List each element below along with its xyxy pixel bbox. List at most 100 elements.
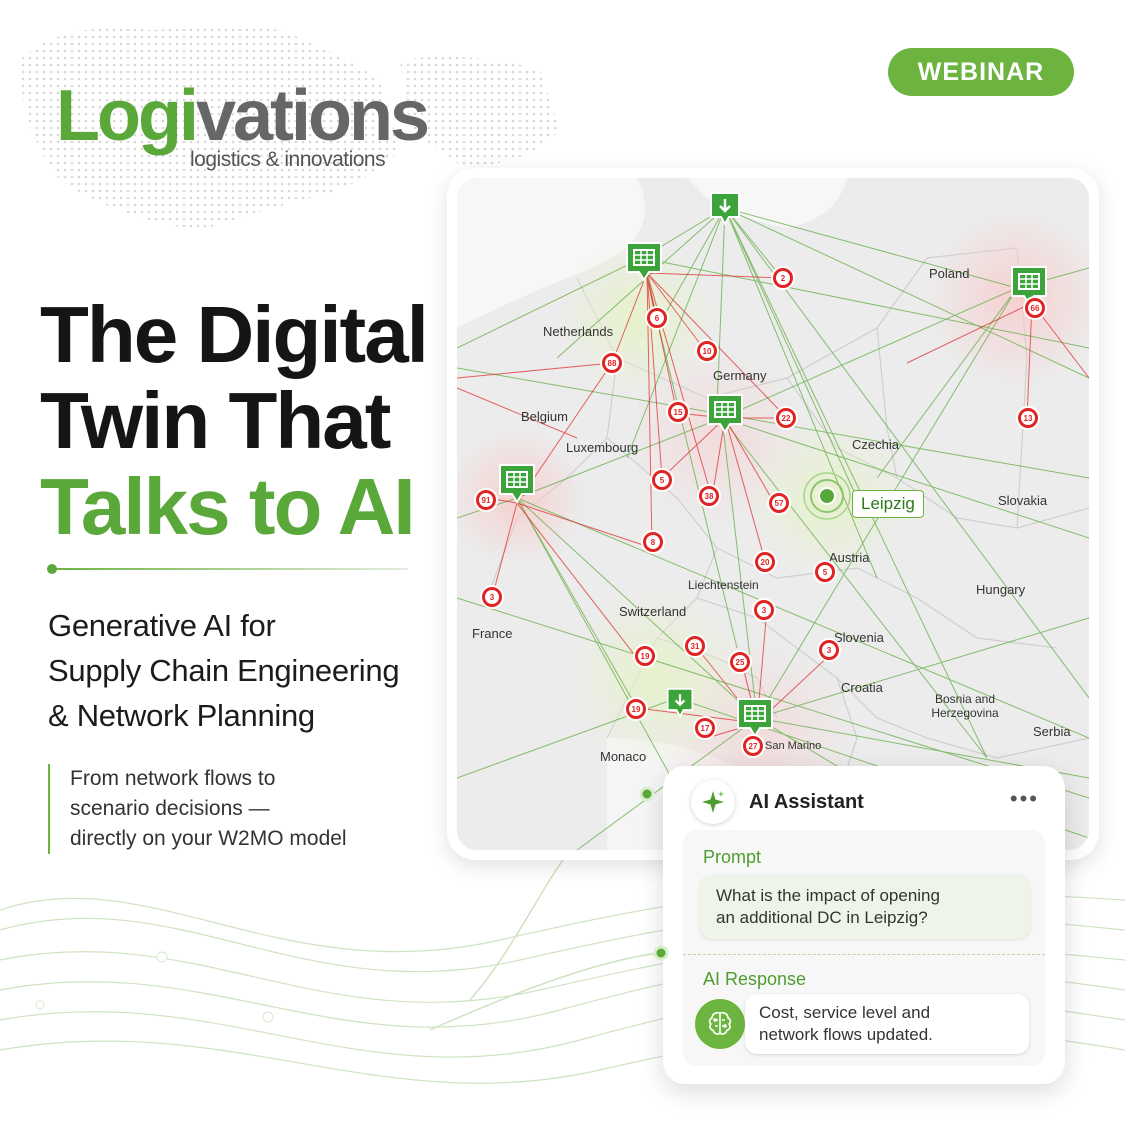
- headline: The Digital Twin That Talks to AI: [40, 290, 429, 551]
- warehouse-pin[interactable]: [1009, 264, 1049, 308]
- headline-line-2: Twin That: [40, 376, 391, 465]
- demand-marker[interactable]: 5: [813, 560, 837, 584]
- demand-marker-label: 15: [674, 408, 683, 417]
- prompt-line-2: an additional DC in Leipzig?: [716, 908, 928, 927]
- warehouse-pin[interactable]: [705, 392, 745, 436]
- prompt-line-1: What is the impact of opening: [716, 886, 940, 905]
- demand-marker[interactable]: 13: [1016, 406, 1040, 430]
- ai-assistant-title: AI Assistant: [749, 790, 864, 813]
- demand-marker-label: 3: [827, 646, 832, 655]
- leipzig-location-icon[interactable]: [802, 471, 852, 521]
- map-card: Leipzig Poland Netherlands Germany Belgi…: [447, 168, 1099, 860]
- demand-marker-label: 88: [608, 359, 617, 368]
- response-line-1: Cost, service level and: [759, 1003, 931, 1022]
- logo-text-green: Logi: [56, 76, 199, 156]
- label-netherlands: Netherlands: [543, 324, 614, 339]
- subheadline-line-3: & Network Planning: [48, 698, 315, 733]
- quote-line-2: scenario decisions —: [70, 797, 270, 820]
- demand-marker[interactable]: 3: [752, 598, 776, 622]
- demand-marker[interactable]: 10: [695, 339, 719, 363]
- separator-dot: [47, 564, 57, 574]
- connector-dot: [653, 945, 669, 961]
- ai-response-label: AI Response: [703, 969, 807, 989]
- demand-marker-label: 2: [781, 274, 786, 283]
- sparkle-icon: [691, 780, 735, 824]
- demand-marker[interactable]: 5: [650, 468, 674, 492]
- warehouse-pin[interactable]: [497, 462, 537, 506]
- demand-marker[interactable]: 20: [753, 550, 777, 574]
- logo-tagline: logistics & innovations: [190, 148, 386, 171]
- label-liechtenstein: Liechtenstein: [688, 578, 759, 592]
- demand-marker[interactable]: 8: [641, 530, 665, 554]
- label-austria: Austria: [829, 550, 870, 565]
- quote-line-1: From network flows to: [70, 767, 276, 790]
- ai-assistant-header: AI Assistant: [691, 780, 864, 824]
- headline-line-1: The Digital: [40, 290, 429, 379]
- demand-marker-label: 20: [761, 558, 770, 567]
- subheadline: Generative AI for Supply Chain Engineeri…: [48, 603, 400, 738]
- demand-marker[interactable]: 15: [666, 400, 690, 424]
- label-monaco: Monaco: [600, 749, 647, 764]
- dashed-divider: [683, 954, 1045, 955]
- label-croatia: Croatia: [841, 680, 883, 695]
- quote-line-3: directly on your W2MO model: [70, 827, 347, 850]
- demand-marker[interactable]: 19: [624, 697, 648, 721]
- webinar-badge: WEBINAR: [888, 48, 1074, 96]
- label-poland: Poland: [929, 266, 970, 281]
- demand-marker[interactable]: 22: [774, 406, 798, 430]
- demand-marker-label: 38: [705, 492, 714, 501]
- warehouse-pin[interactable]: [624, 240, 664, 284]
- demand-marker[interactable]: 27: [741, 734, 765, 758]
- demand-marker[interactable]: 19: [633, 644, 657, 668]
- demand-marker-label: 27: [749, 742, 758, 751]
- demand-marker[interactable]: 91: [474, 488, 498, 512]
- label-san-marino: San Marino: [765, 740, 822, 752]
- demand-marker-label: 5: [660, 476, 665, 485]
- demand-marker-label: 66: [1031, 304, 1040, 313]
- demand-marker-label: 6: [655, 314, 660, 323]
- label-serbia: Serbia: [1033, 724, 1071, 739]
- demand-marker[interactable]: 88: [600, 351, 624, 375]
- demand-marker-label: 3: [490, 593, 495, 602]
- prompt-message[interactable]: What is the impact of opening an additio…: [700, 875, 1030, 939]
- ai-conversation: Prompt What is the impact of opening an …: [683, 830, 1045, 1066]
- network-map[interactable]: Leipzig Poland Netherlands Germany Belgi…: [457, 178, 1089, 850]
- brain-icon: [695, 999, 745, 1049]
- label-switzerland: Switzerland: [619, 604, 687, 619]
- label-france: France: [472, 626, 513, 641]
- demand-marker-label: 17: [701, 724, 710, 733]
- logo-text-gray: vations: [195, 76, 430, 156]
- demand-marker-label: 22: [782, 414, 791, 423]
- subheadline-line-1: Generative AI for: [48, 608, 276, 643]
- demand-marker-label: 57: [775, 499, 784, 508]
- demand-marker-label: 19: [632, 705, 641, 714]
- demand-marker[interactable]: 25: [728, 650, 752, 674]
- label-luxembourg: Luxembourg: [566, 440, 639, 455]
- warehouse-arrow-pin[interactable]: [665, 686, 695, 720]
- label-czechia: Czechia: [852, 437, 899, 452]
- demand-marker[interactable]: 17: [693, 716, 717, 740]
- demand-marker-label: 25: [736, 658, 745, 667]
- subheadline-line-2: Supply Chain Engineering: [48, 653, 400, 688]
- demand-marker[interactable]: 31: [683, 634, 707, 658]
- demand-marker[interactable]: 66: [1023, 296, 1047, 320]
- demand-marker[interactable]: 6: [645, 306, 669, 330]
- demand-marker[interactable]: 3: [817, 638, 841, 662]
- demand-marker[interactable]: 2: [771, 266, 795, 290]
- demand-marker[interactable]: 38: [697, 484, 721, 508]
- prompt-label: Prompt: [703, 847, 762, 867]
- demand-marker-label: 3: [762, 606, 767, 615]
- demand-marker[interactable]: 3: [480, 585, 504, 609]
- leipzig-label[interactable]: Leipzig: [852, 490, 924, 518]
- response-line-2: network flows updated.: [759, 1025, 933, 1044]
- warehouse-pin[interactable]: [735, 696, 775, 740]
- warehouse-arrow-pin[interactable]: [708, 190, 742, 228]
- label-belgium: Belgium: [521, 409, 568, 424]
- separator-line: [48, 568, 408, 570]
- label-slovakia: Slovakia: [998, 493, 1048, 508]
- demand-marker[interactable]: 57: [767, 491, 791, 515]
- headline-line-3: Talks to AI: [40, 462, 416, 551]
- more-horizontal-icon[interactable]: •••: [1009, 786, 1039, 811]
- ai-response-message[interactable]: Cost, service level and network flows up…: [745, 994, 1029, 1054]
